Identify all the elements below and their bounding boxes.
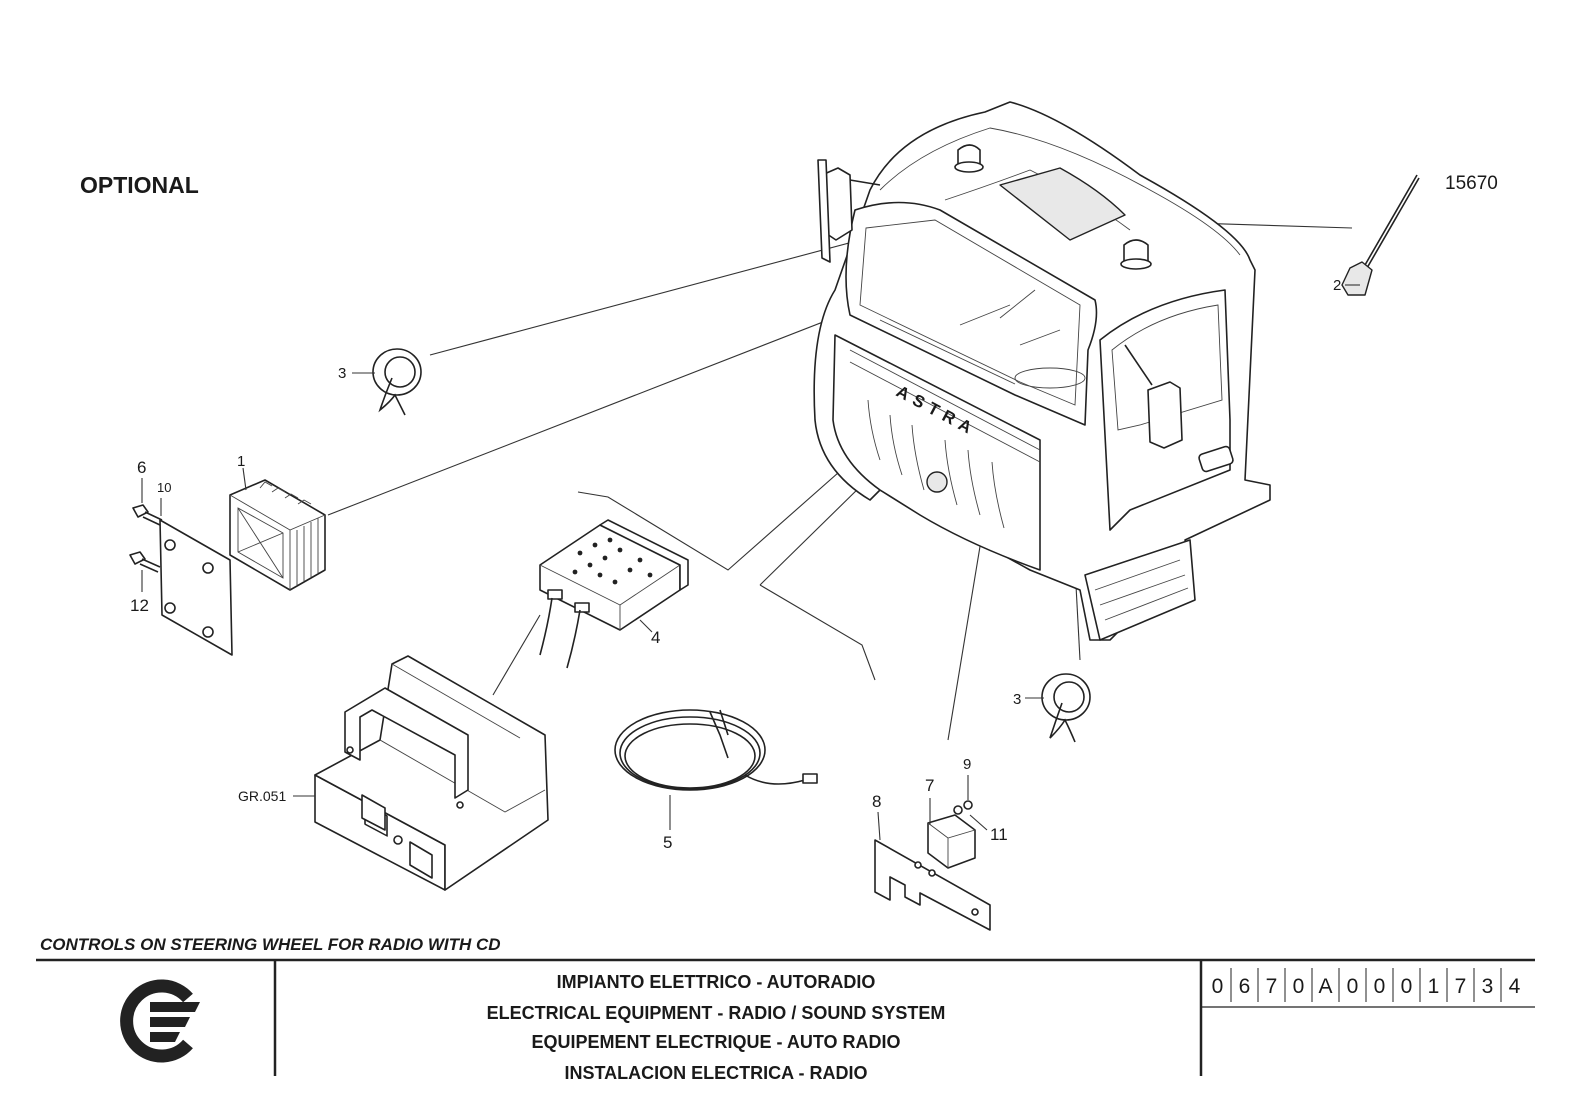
callout-6: 6 [137, 458, 146, 477]
callout-7: 7 [925, 776, 934, 795]
part-code-char: 0 [1401, 975, 1413, 998]
part-code-char: A [1318, 975, 1332, 998]
callout-3b: 3 [1013, 691, 1021, 708]
company-logo [120, 979, 200, 1063]
connector-part [539, 519, 689, 669]
callout-2: 2 [1333, 277, 1341, 294]
part-code-char: 0 [1212, 975, 1224, 998]
part-code-char: 0 [1293, 975, 1305, 998]
title-block-frame [36, 958, 1535, 1076]
part-code-char: 0 [1374, 975, 1386, 998]
antenna-part [1341, 174, 1420, 296]
bracket-assembly [874, 775, 991, 931]
drawing-number: 15670 [1445, 173, 1498, 194]
optional-label: OPTIONAL [80, 172, 199, 198]
part-code-char: 6 [1239, 975, 1251, 998]
radio-housing-part [293, 655, 549, 891]
callout-3a: 3 [338, 365, 346, 382]
part-code-char: 3 [1482, 975, 1494, 998]
truck-cab: ASTRA [813, 101, 1271, 641]
part-code-char: 1 [1428, 975, 1440, 998]
callout-12: 12 [130, 596, 149, 615]
callout-1: 1 [237, 453, 245, 470]
callout-8: 8 [872, 792, 881, 811]
title-line-italian: IMPIANTO ELETTRICO - AUTORADIO [557, 972, 876, 992]
part-code-char: 0 [1347, 975, 1359, 998]
callout-5: 5 [663, 833, 672, 852]
part-code-char: 7 [1266, 975, 1278, 998]
callout-9: 9 [963, 756, 971, 773]
part-code-char: 4 [1509, 975, 1521, 998]
title-line-english: ELECTRICAL EQUIPMENT - RADIO / SOUND SYS… [487, 1003, 946, 1023]
title-line-spanish: INSTALACION ELECTRICA - RADIO [565, 1063, 868, 1083]
speaker-part-lower [1025, 673, 1091, 743]
cable-coil-part [614, 709, 818, 830]
caption: CONTROLS ON STEERING WHEEL FOR RADIO WIT… [40, 935, 501, 954]
callout-4: 4 [651, 628, 660, 647]
callout-11: 11 [990, 825, 1008, 844]
callout-10: 10 [157, 480, 171, 495]
part-code-char: 7 [1455, 975, 1467, 998]
speaker-part-upper [352, 348, 422, 416]
title-line-french: EQUIPEMENT ELECTRIQUE - AUTO RADIO [531, 1032, 900, 1052]
amplifier-assembly [129, 467, 326, 656]
callout-gr051: GR.051 [238, 788, 286, 804]
